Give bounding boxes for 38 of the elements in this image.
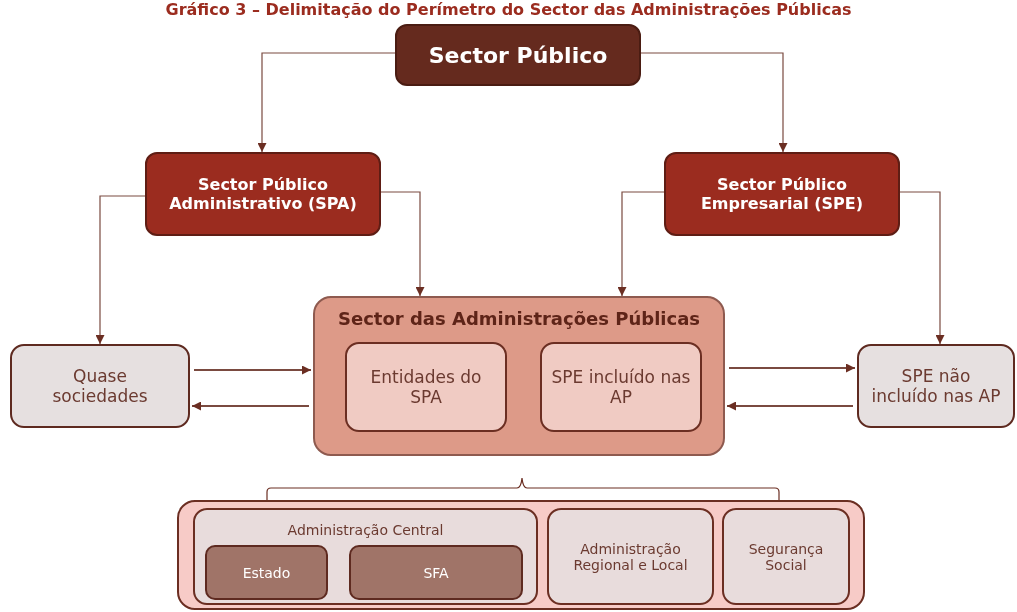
entity-box <box>10 344 190 428</box>
node-label: SFA <box>422 564 450 581</box>
category-box <box>145 152 381 236</box>
arrow <box>193 365 312 375</box>
arrow <box>899 191 945 345</box>
arrow <box>640 52 788 153</box>
subsector-box <box>547 508 714 605</box>
node-label: Quase sociedades <box>51 366 149 406</box>
node-label: Entidades do SPA <box>369 367 483 407</box>
arrow <box>726 401 854 411</box>
group-panel <box>177 500 865 610</box>
node-label: Sector Público Empresarial (SPE) <box>699 175 865 213</box>
entity-box <box>540 342 702 432</box>
node-label: Sector Público Administrativo (SPA) <box>168 175 358 213</box>
node-label: Sector das Administrações Públicas <box>337 308 701 329</box>
arrow <box>380 191 425 297</box>
category-box <box>664 152 900 236</box>
arrow <box>257 52 396 153</box>
entity-box <box>857 344 1015 428</box>
subsector-box <box>193 508 538 605</box>
group-box <box>313 296 725 456</box>
node-label: Administração Regional e Local <box>572 540 689 573</box>
node-label: Sector Público <box>427 42 609 68</box>
arrow <box>617 191 665 297</box>
arrow <box>191 401 310 411</box>
node-label: SPE incluído nas AP <box>550 367 692 407</box>
root-box <box>395 24 641 86</box>
subsector-box <box>349 545 523 600</box>
arrow <box>728 363 856 373</box>
node-label: Estado <box>241 564 292 581</box>
entity-box <box>345 342 507 432</box>
node-label: SPE não incluído nas AP <box>870 366 1002 406</box>
subsector-box <box>722 508 850 605</box>
diagram-title: Gráfico 3 – Delimitação do Perímetro do Sector das Administrações Públicas <box>164 0 853 20</box>
arrow <box>95 195 146 345</box>
subsector-box <box>205 545 328 600</box>
node-label: Segurança Social <box>747 540 825 573</box>
node-label: Administração Central <box>286 522 445 538</box>
